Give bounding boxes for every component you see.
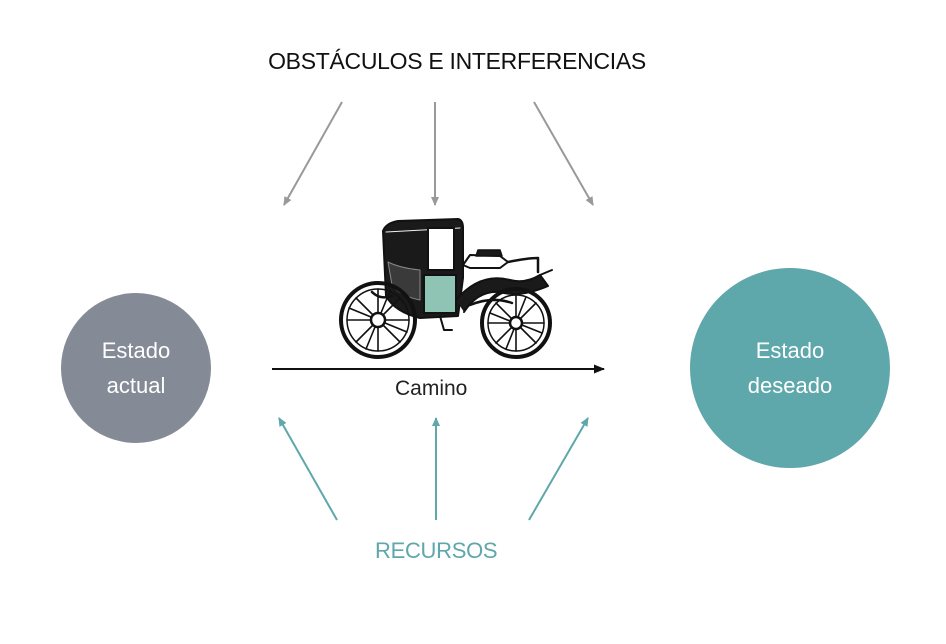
desired-state-text: Estado deseado — [748, 333, 832, 403]
desired-state-circle: Estado deseado — [690, 268, 890, 468]
rear-wheel — [339, 281, 417, 359]
resource-arrow-right — [528, 417, 589, 521]
current-state-line2: actual — [106, 373, 166, 398]
desired-state-line1: Estado — [755, 338, 825, 363]
current-state-text: Estado actual — [102, 333, 171, 403]
obstacle-arrow-right — [533, 101, 594, 206]
obstacles-title: OBSTÁCULOS E INTERFERENCIAS — [268, 48, 646, 74]
current-state-line1: Estado — [101, 338, 171, 363]
resource-arrow-left — [278, 417, 338, 521]
desired-state-line2: deseado — [747, 373, 833, 398]
current-state-circle: Estado actual — [61, 293, 211, 443]
resource-arrows — [278, 417, 589, 521]
obstacle-arrows — [283, 101, 594, 206]
resources-title: RECURSOS — [375, 538, 498, 563]
obstacle-arrow-left — [283, 101, 343, 206]
carriage-illustration — [339, 218, 553, 359]
front-wheel — [480, 287, 552, 359]
path-label: Camino — [395, 377, 468, 400]
